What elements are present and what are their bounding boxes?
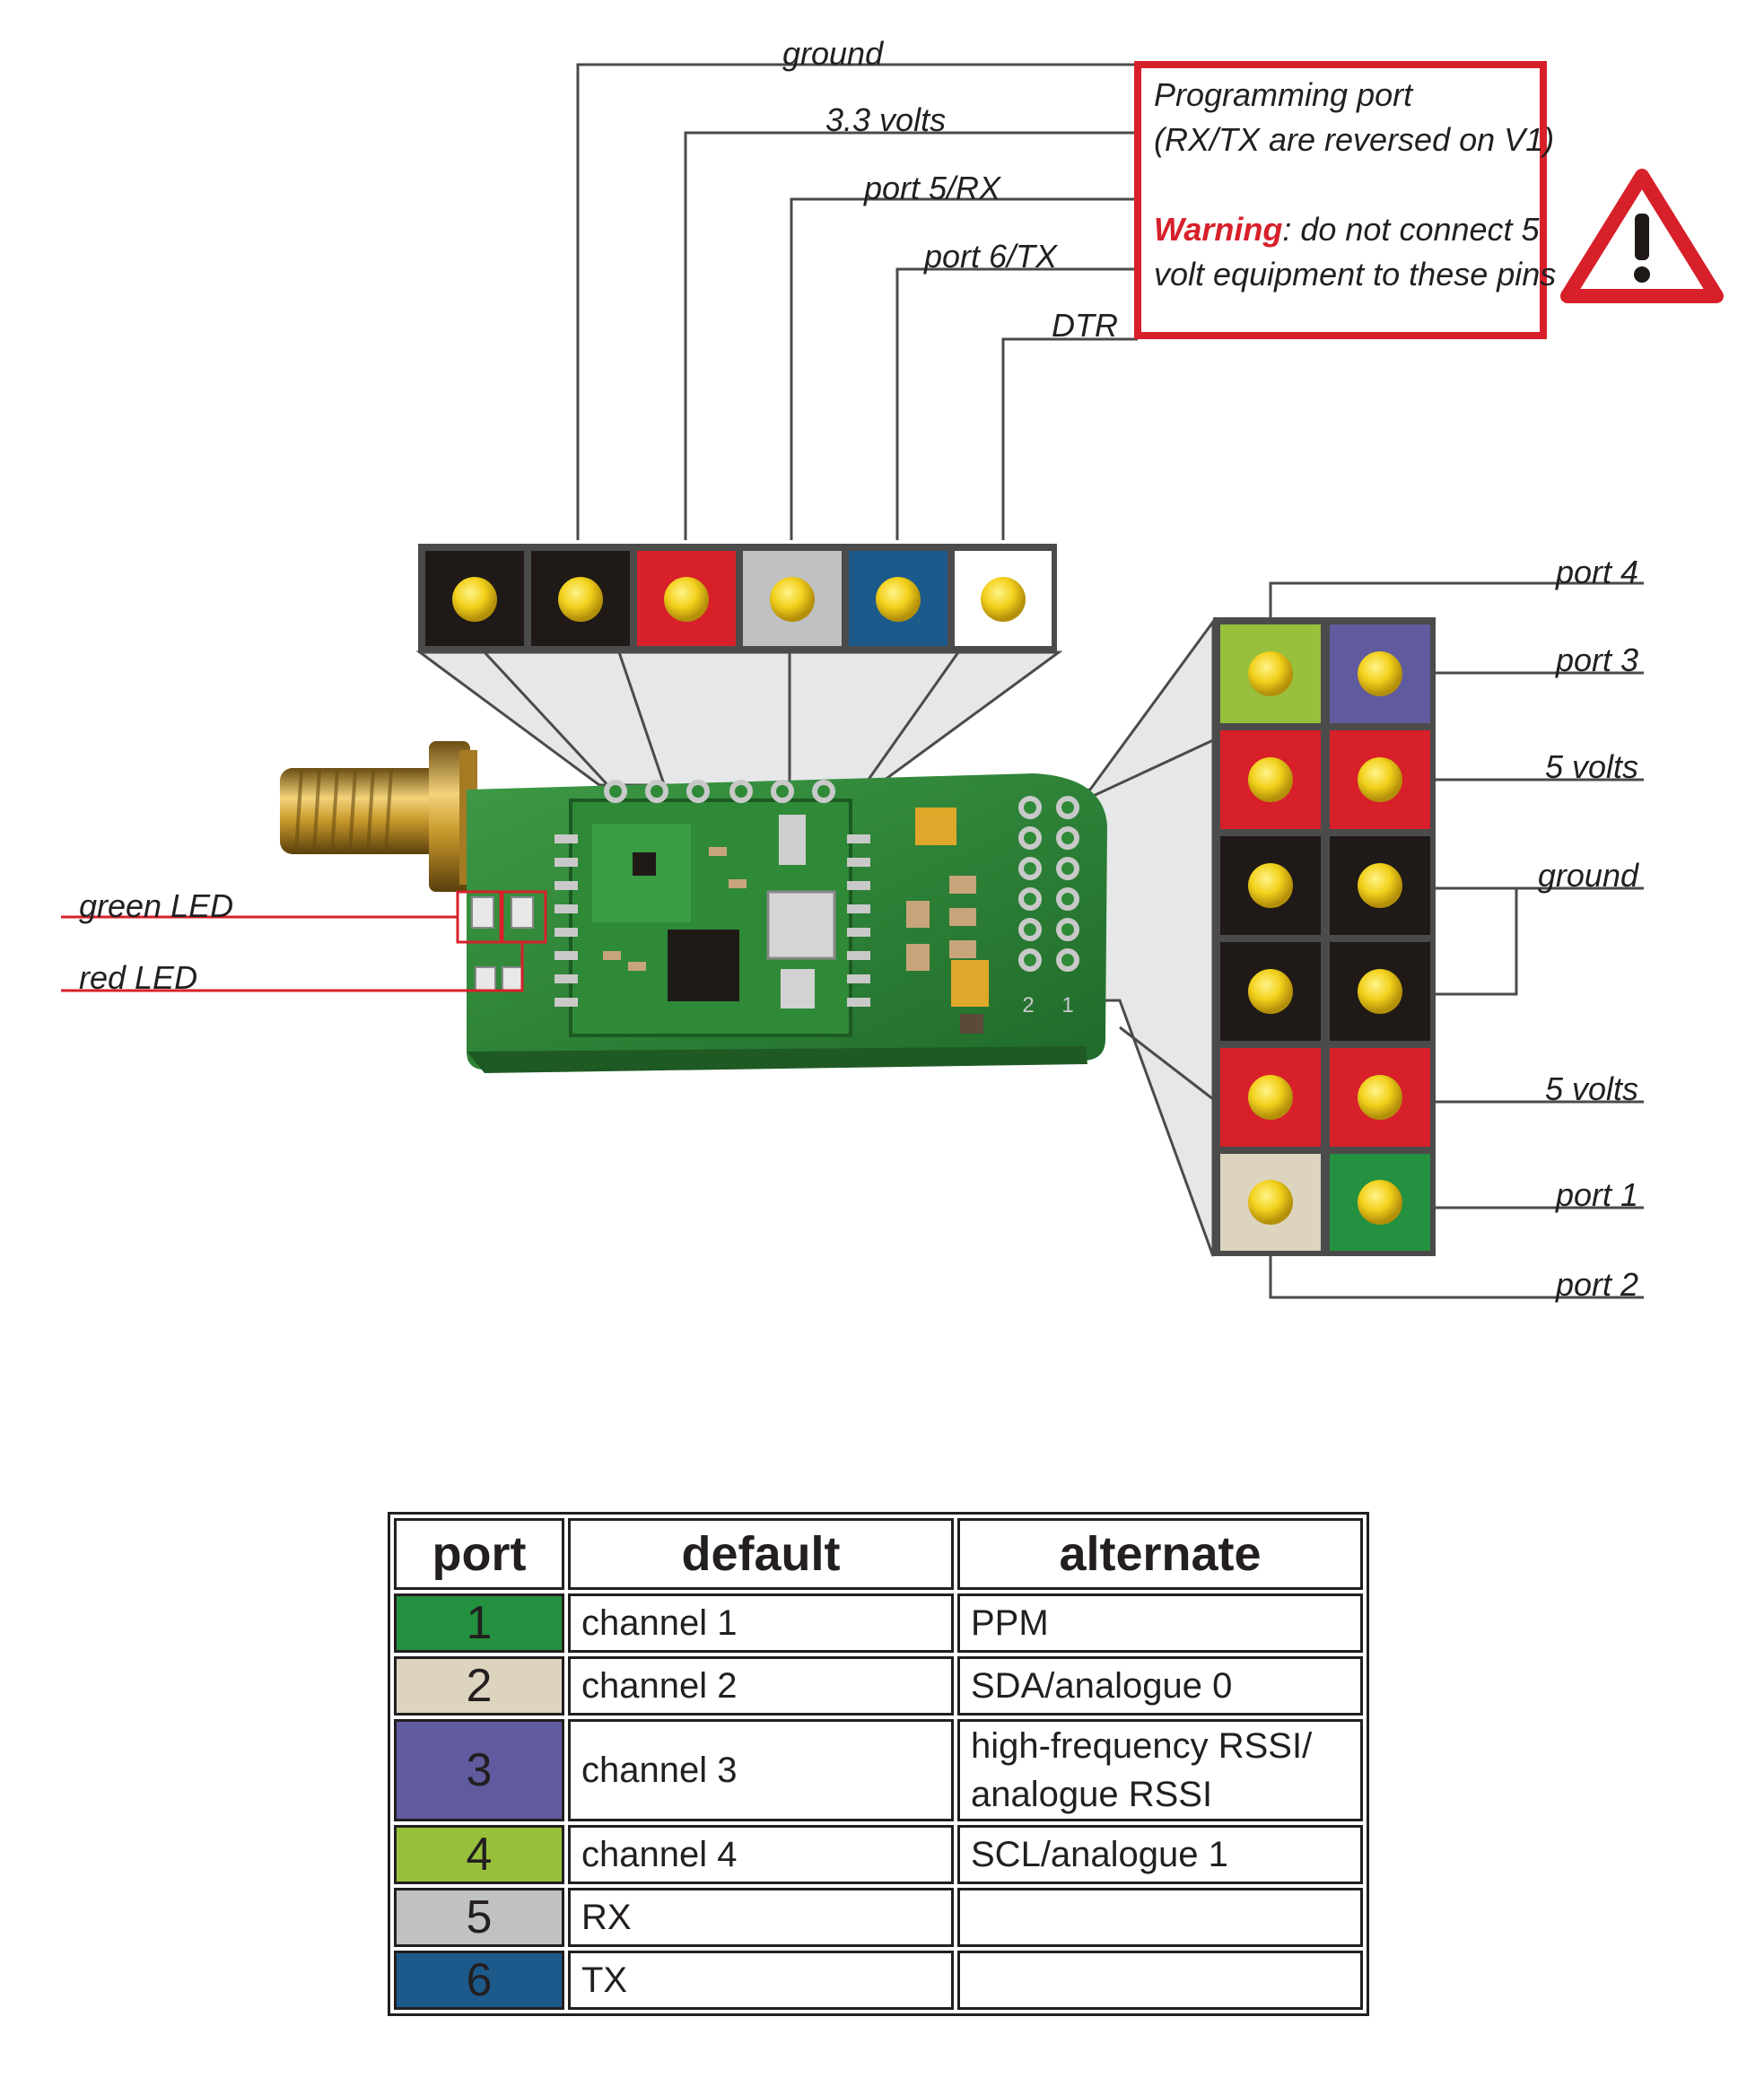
pin-5v-a: [1248, 757, 1293, 802]
pin-gnd-a: [1248, 863, 1293, 908]
pin-5v-c: [1248, 1075, 1293, 1120]
table-row: 6 TX: [394, 1951, 1363, 2010]
alternate-function: SCL/analogue 1: [957, 1825, 1363, 1884]
alternate-function: PPM: [957, 1593, 1363, 1653]
default-function: channel 3: [568, 1719, 954, 1821]
pin-gnd-c: [1248, 969, 1293, 1014]
default-function: channel 2: [568, 1656, 954, 1716]
header-alternate: alternate: [957, 1518, 1363, 1590]
pin-port1: [1358, 1180, 1402, 1225]
pin-ground: [452, 577, 497, 622]
label-ground: ground: [782, 35, 884, 72]
pin-port4: [1248, 651, 1293, 696]
label-port6-tx: port 6/TX: [923, 238, 1059, 275]
svg-text:Warning: do not connect 5: Warning: do not connect 5: [1154, 211, 1541, 248]
port-number: 2: [394, 1656, 564, 1716]
header-num-1: 1: [1061, 993, 1073, 1017]
label-port2: port 2: [1555, 1266, 1638, 1303]
alternate-line2: analogue RSSI: [971, 1775, 1212, 1814]
crystal: [768, 892, 834, 958]
port-number: 6: [394, 1951, 564, 2010]
default-function: TX: [568, 1951, 954, 2010]
pin-gnd-d: [1358, 969, 1402, 1014]
note-line2: (RX/TX are reversed on V1): [1154, 121, 1554, 158]
pin-dtr: [981, 577, 1026, 622]
alternate-function: [957, 1888, 1363, 1947]
warning-line2: volt equipment to these pins: [1154, 256, 1556, 292]
programming-port-note: Programming port (RX/TX are reversed on …: [1138, 65, 1556, 336]
alternate-function: [957, 1951, 1363, 2010]
note-line1: Programming port: [1154, 76, 1414, 113]
default-function: channel 4: [568, 1825, 954, 1884]
pin-port5-rx: [770, 577, 815, 622]
table-row: 4 channel 4 SCL/analogue 1: [394, 1825, 1363, 1884]
label-port4: port 4: [1555, 554, 1638, 590]
pin-3v3: [664, 577, 709, 622]
port-function-table: port default alternate 1 channel 1 PPM 2…: [388, 1512, 1369, 2016]
pin-5v-b: [1358, 757, 1402, 802]
header-default: default: [568, 1518, 954, 1590]
red-led: [511, 897, 533, 928]
green-led: [472, 897, 493, 928]
alternate-function: SDA/analogue 0: [957, 1656, 1363, 1716]
pin-port6-tx: [876, 577, 921, 622]
table-row: 1 channel 1 PPM: [394, 1593, 1363, 1653]
rf-chip: [668, 930, 739, 1001]
pin-5v-d: [1358, 1075, 1402, 1120]
label-ground-side: ground: [1538, 857, 1639, 894]
tantalum-cap: [915, 808, 956, 845]
pin-port2: [1248, 1180, 1293, 1225]
warning-word: Warning: [1154, 211, 1282, 248]
table-row: 3 channel 3 high-frequency RSSI/analogue…: [394, 1719, 1363, 1821]
warning-text: : do not connect 5: [1282, 211, 1540, 248]
port-number: 3: [394, 1719, 564, 1821]
port-number: 5: [394, 1888, 564, 1947]
label-port5-rx: port 5/RX: [863, 170, 1002, 206]
label-5v-top: 5 volts: [1545, 748, 1638, 785]
side-header: [1213, 617, 1436, 1256]
label-5v-bottom: 5 volts: [1545, 1070, 1638, 1107]
alternate-line1: high-frequency RSSI/: [971, 1726, 1312, 1766]
label-green-led: green LED: [79, 887, 233, 924]
label-port3: port 3: [1555, 642, 1638, 678]
table-row: 2 channel 2 SDA/analogue 0: [394, 1656, 1363, 1716]
alternate-function: high-frequency RSSI/analogue RSSI: [957, 1719, 1363, 1821]
receiver-board: 2 1: [280, 741, 1107, 1073]
label-3v3: 3.3 volts: [825, 101, 946, 138]
table-row: 5 RX: [394, 1888, 1363, 1947]
pin-port3: [1358, 651, 1402, 696]
label-dtr: DTR: [1052, 307, 1118, 344]
header-port: port: [394, 1518, 564, 1590]
label-port1: port 1: [1555, 1176, 1638, 1213]
header-num-2: 2: [1022, 993, 1034, 1017]
pinout-diagram: ground 3.3 volts port 5/RX port 6/TX DTR…: [0, 0, 1764, 1346]
label-red-led: red LED: [79, 959, 197, 996]
sma-connector-icon: [280, 741, 477, 892]
warning-triangle-icon: [1568, 176, 1716, 296]
pin-ground-2: [558, 577, 603, 622]
default-function: RX: [568, 1888, 954, 1947]
programming-port-header: [418, 544, 1057, 651]
top-header-projection: [420, 652, 1059, 785]
port-number: 4: [394, 1825, 564, 1884]
port-number: 1: [394, 1593, 564, 1653]
pin-gnd-b: [1358, 863, 1402, 908]
default-function: channel 1: [568, 1593, 954, 1653]
